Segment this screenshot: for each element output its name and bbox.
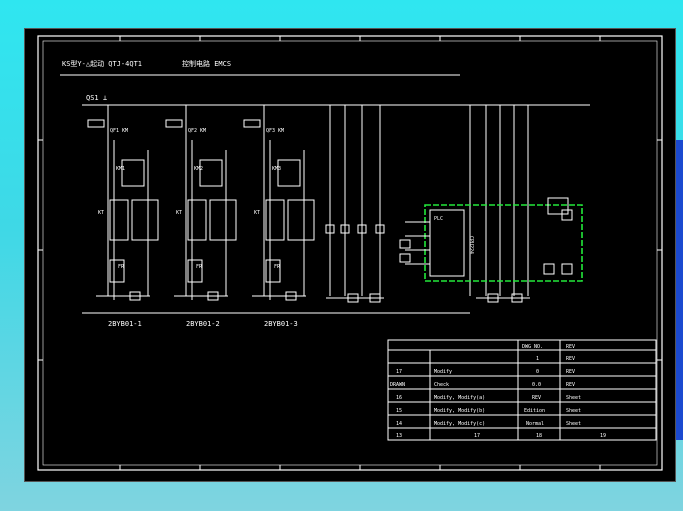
- right-side-tab: [676, 140, 683, 440]
- svg-text:QF3 KM: QF3 KM: [266, 128, 284, 134]
- svg-text:KT: KT: [98, 210, 104, 216]
- svg-text:0.0: 0.0: [532, 382, 541, 388]
- svg-text:13: 13: [396, 433, 402, 439]
- svg-text:KM3: KM3: [272, 166, 281, 172]
- drawing-inner-border: [42, 40, 658, 466]
- svg-text:18: 18: [536, 433, 542, 439]
- unit-label-3: 2BYB01-3: [264, 320, 298, 328]
- svg-text:Modify: Modify: [434, 369, 452, 375]
- svg-text:QF2 KM: QF2 KM: [188, 128, 206, 134]
- title-block: [387, 339, 657, 441]
- starter-unit-2: [165, 105, 237, 301]
- svg-text:DRAWN: DRAWN: [390, 382, 405, 388]
- starter-unit-1: [87, 105, 159, 301]
- svg-text:19: 19: [600, 433, 606, 439]
- tb-header-rev: REV: [566, 344, 575, 350]
- starter-unit-3: [243, 105, 315, 301]
- plc-side-label: CPU224: [468, 236, 474, 254]
- svg-text:Sheet: Sheet: [566, 395, 581, 401]
- svg-text:17: 17: [474, 433, 480, 439]
- starter-unit-3-labels: QF3 KM KM3 KT FR: [254, 128, 284, 270]
- unit-label-2: 2BYB01-2: [186, 320, 220, 328]
- svg-text:17: 17: [396, 369, 402, 375]
- drawing-title-left: KS型Y-△起动 QTJ-4QT1: [62, 59, 142, 68]
- starter-unit-2-labels: QF2 KM KM2 KT FR: [176, 128, 206, 270]
- svg-text:Sheet: Sheet: [566, 421, 581, 427]
- auxiliary-circuits: [325, 105, 530, 303]
- svg-text:REV: REV: [566, 382, 575, 388]
- title-block-text: DWG NO. REV 1 REV 17 Modify 0 REV DRAWN …: [390, 344, 606, 439]
- svg-text:16: 16: [396, 395, 402, 401]
- svg-text:Normal: Normal: [526, 421, 544, 427]
- svg-text:REV: REV: [566, 356, 575, 362]
- svg-text:REV: REV: [532, 395, 541, 401]
- svg-text:Edition: Edition: [524, 408, 545, 414]
- svg-text:REV: REV: [566, 369, 575, 375]
- svg-text:Modify, Modify(a): Modify, Modify(a): [434, 395, 485, 401]
- svg-text:FR: FR: [274, 264, 281, 270]
- plc-name: PLC: [434, 216, 443, 222]
- svg-text:FR: FR: [118, 264, 125, 270]
- starter-unit-1-labels: QF1 KM KM1 KT FR: [98, 128, 128, 270]
- tb-header-dwg: DWG NO.: [522, 344, 543, 350]
- plc-module[interactable]: PLC CPU224: [399, 197, 583, 282]
- svg-text:QF1 KM: QF1 KM: [110, 128, 128, 134]
- svg-text:Modify, Modify(b): Modify, Modify(b): [434, 408, 485, 414]
- svg-text:KT: KT: [254, 210, 260, 216]
- svg-text:Sheet: Sheet: [566, 408, 581, 414]
- svg-text:0: 0: [536, 369, 539, 375]
- plc-selection-box[interactable]: [424, 204, 583, 282]
- svg-text:KM2: KM2: [194, 166, 203, 172]
- svg-text:1: 1: [536, 356, 539, 362]
- border-ticks: [38, 36, 662, 470]
- svg-text:Modify, Modify(c): Modify, Modify(c): [434, 421, 485, 427]
- unit-label-1: 2BYB01-1: [108, 320, 142, 328]
- svg-text:14: 14: [396, 421, 402, 427]
- svg-text:FR: FR: [196, 264, 203, 270]
- svg-text:15: 15: [396, 408, 402, 414]
- svg-text:KT: KT: [176, 210, 182, 216]
- drawing-border: [37, 35, 663, 471]
- svg-text:KM1: KM1: [116, 166, 125, 172]
- drawing-title-right: 控制电路 EMCS: [182, 59, 231, 68]
- main-bus-label: QS1 ⊥: [86, 94, 107, 102]
- svg-text:Check: Check: [434, 382, 449, 388]
- drawing-canvas: [24, 28, 676, 482]
